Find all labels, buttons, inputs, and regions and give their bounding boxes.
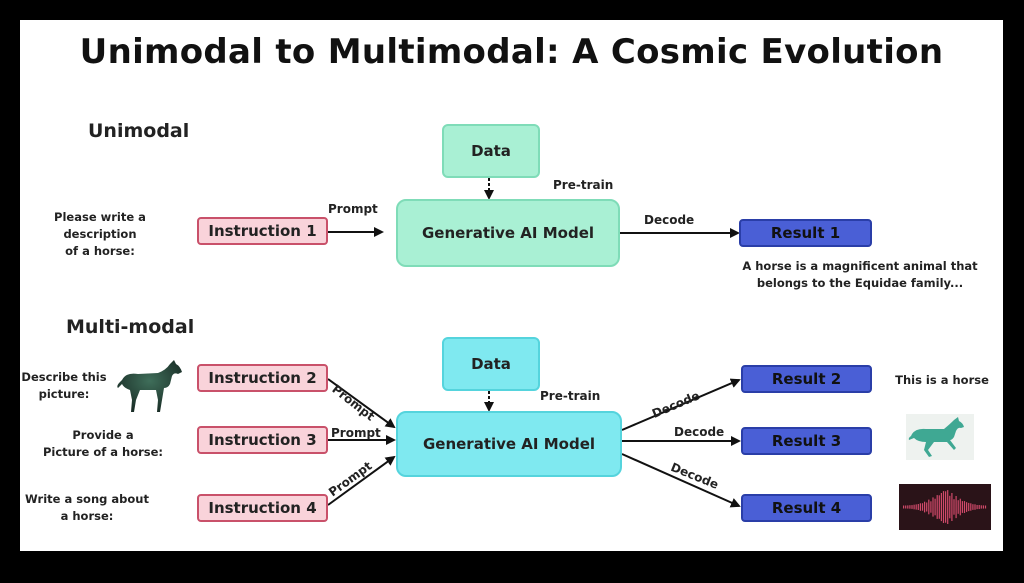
waveform-bar	[961, 501, 963, 513]
input-3-line-1: Provide a	[72, 428, 134, 442]
arrow-model-to-result2	[621, 378, 741, 431]
data-box-2: Data	[442, 337, 540, 391]
result-3-box: Result 3	[741, 427, 872, 455]
waveform-bar	[924, 501, 926, 513]
data-box-1: Data	[442, 124, 540, 178]
waveform-bar	[951, 493, 953, 521]
unimodal-output-text: A horse is a magnificent animal that bel…	[732, 258, 988, 292]
waveform-bar	[903, 505, 905, 509]
waveform-bar	[966, 502, 968, 512]
instruction-4-box: Instruction 4	[197, 494, 328, 522]
generative-model-box-1: Generative AI Model	[396, 199, 620, 267]
waveform-bar	[915, 504, 917, 510]
waveform-bar	[982, 505, 984, 509]
waveform-bar	[968, 502, 970, 512]
arrow-instruction2-to-model	[327, 378, 396, 429]
waveform-bar	[930, 501, 932, 513]
waveform-bar	[957, 500, 959, 514]
prompt-label-1: Prompt	[328, 202, 378, 216]
waveform-bar	[984, 505, 987, 509]
instruction-2-box: Instruction 2	[197, 364, 328, 392]
input-4-line-1: Write a song about	[25, 492, 149, 506]
unimodal-input-text: Please write a description of a horse:	[20, 209, 180, 260]
waveform-bar	[980, 505, 982, 509]
result-1-box: Result 1	[739, 219, 872, 247]
waveform-bar	[905, 505, 907, 509]
pretrain-label-2: Pre-train	[540, 389, 601, 403]
waveform-bar	[949, 495, 951, 519]
result-2-output-text: This is a horse	[895, 373, 989, 387]
arrow-model-to-result4	[621, 453, 741, 508]
multimodal-heading: Multi-modal	[66, 316, 195, 338]
pretrain-label-1: Pre-train	[553, 178, 614, 192]
prompt-label-3: Prompt	[331, 426, 381, 440]
unimodal-input-line-1: Please write a description	[54, 210, 146, 241]
waveform-bar	[953, 499, 955, 515]
connector-layer	[327, 178, 741, 508]
waveform-bar	[970, 503, 972, 511]
generative-model-box-2: Generative AI Model	[396, 411, 622, 477]
instruction-1-box: Instruction 1	[197, 217, 328, 245]
decode-label-1: Decode	[644, 213, 695, 227]
result-4-box: Result 4	[741, 494, 872, 522]
waveform-bar	[978, 505, 980, 509]
result-2-box: Result 2	[741, 365, 872, 393]
waveform-bar	[934, 498, 936, 516]
waveform-bar	[907, 505, 909, 509]
input-2-line-1: Describe this	[21, 370, 107, 384]
waveform-bar	[972, 504, 974, 510]
arrow-instruction4-to-model	[327, 455, 396, 506]
horse-drawing-icon	[906, 414, 974, 460]
unimodal-output-line-2: belongs to the Equidae family...	[756, 276, 964, 290]
decode-label-3: Decode	[674, 425, 725, 439]
waveform-bar	[942, 491, 945, 523]
waveform-bar	[926, 502, 928, 512]
waveform-bar	[911, 505, 913, 509]
instruction-3-box: Instruction 3	[197, 426, 328, 454]
waveform-bar	[945, 491, 947, 523]
input-3-text: Provide a Picture of a horse:	[38, 427, 168, 461]
input-2-text: Describe this picture:	[20, 369, 108, 403]
input-4-text: Write a song about a horse:	[22, 491, 152, 525]
waveform-bar	[974, 504, 976, 510]
waveform-bar	[947, 490, 949, 524]
waveform-bar	[909, 505, 911, 509]
horse-photo-icon	[114, 358, 184, 414]
waveform-bar	[919, 503, 921, 511]
waveform-bar	[959, 498, 961, 516]
waveform-bar	[963, 501, 966, 513]
waveform-bar	[940, 493, 942, 522]
input-4-line-2: a horse:	[60, 509, 114, 523]
page-title: Unimodal to Multimodal: A Cosmic Evoluti…	[79, 32, 944, 72]
waveform-bar	[955, 496, 957, 519]
unimodal-input-line-2: of a horse:	[65, 244, 135, 258]
waveform-bar	[938, 495, 940, 519]
waveform-bar	[921, 503, 924, 511]
waveform-bar	[928, 499, 930, 515]
input-2-line-2: picture:	[38, 387, 90, 401]
input-3-line-2: Picture of a horse:	[42, 445, 164, 459]
audio-waveform-icon	[899, 484, 991, 530]
waveform-bar	[936, 495, 938, 519]
waveform-bar	[932, 497, 934, 517]
waveform-bar	[917, 504, 919, 510]
waveform-bar	[913, 504, 915, 510]
unimodal-output-line-1: A horse is a magnificent animal that	[742, 259, 978, 273]
waveform-bar	[976, 505, 978, 510]
unimodal-heading: Unimodal	[88, 120, 190, 142]
diagram-canvas: Unimodal to Multimodal: A Cosmic Evoluti…	[20, 20, 1003, 551]
